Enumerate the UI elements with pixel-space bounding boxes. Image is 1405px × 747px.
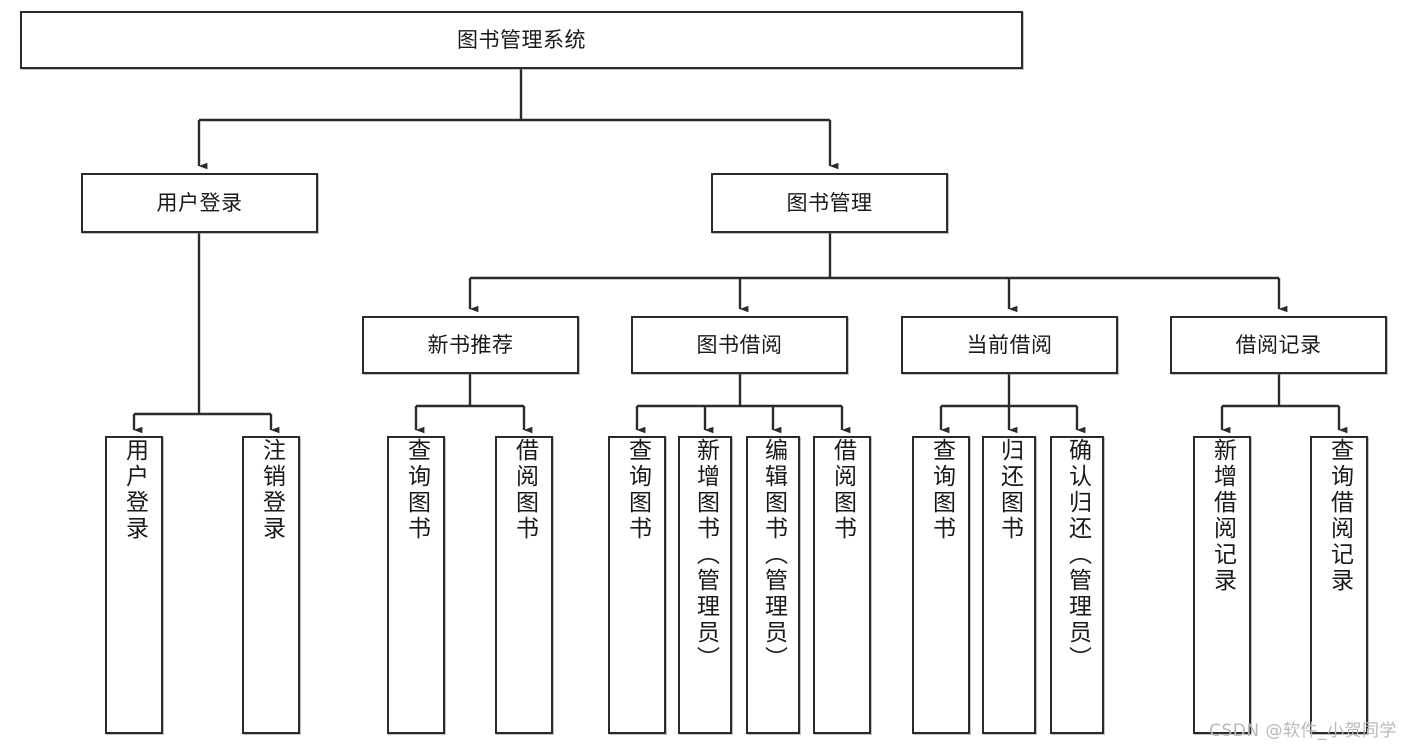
leaf-borrow-book-recommend[interactable]: 借阅图书 (495, 436, 553, 734)
node-label: 图书借阅 (696, 332, 783, 357)
leaf-return-book[interactable]: 归还图书 (982, 436, 1036, 734)
node-root-book-management-system[interactable]: 图书管理系统 (20, 11, 1023, 69)
leaf-borrow-book[interactable]: 借阅图书 (813, 436, 871, 734)
node-label: 借阅图书 (511, 438, 538, 542)
node-label: 查询图书 (624, 438, 651, 542)
node-label: 借阅图书 (829, 438, 856, 542)
node-label: 图书管理 (786, 190, 873, 215)
node-label: 当前借阅 (966, 332, 1053, 357)
leaf-confirm-return-admin[interactable]: 确认归还（管理员） (1050, 436, 1104, 734)
node-user-login[interactable]: 用户登录 (81, 173, 318, 233)
node-label: 新增借阅记录 (1209, 438, 1236, 594)
node-label: 新书推荐 (427, 332, 514, 357)
leaf-user-login[interactable]: 用户登录 (105, 436, 163, 734)
node-label: 新增图书（管理员） (692, 438, 719, 672)
leaf-query-book-current[interactable]: 查询图书 (912, 436, 970, 734)
node-label: 注销登录 (258, 438, 285, 542)
node-label: 查询图书 (928, 438, 955, 542)
node-book-borrow[interactable]: 图书借阅 (631, 316, 848, 374)
node-label: 查询借阅记录 (1326, 438, 1353, 594)
leaf-add-book-admin[interactable]: 新增图书（管理员） (678, 436, 732, 734)
leaf-query-book-borrow[interactable]: 查询图书 (608, 436, 666, 734)
node-label: 借阅记录 (1235, 332, 1322, 357)
node-label: 归还图书 (996, 438, 1023, 542)
csdn-watermark: CSDN @软件_小贺同学 (1209, 721, 1397, 741)
node-label: 图书管理系统 (457, 27, 586, 52)
node-new-book-recommend[interactable]: 新书推荐 (362, 316, 579, 374)
leaf-edit-book-admin[interactable]: 编辑图书（管理员） (746, 436, 800, 734)
leaf-query-book-recommend[interactable]: 查询图书 (387, 436, 445, 734)
node-label: 确认归还（管理员） (1064, 438, 1091, 672)
node-label: 用户登录 (121, 438, 148, 542)
node-borrow-record[interactable]: 借阅记录 (1170, 316, 1387, 374)
leaf-logout-login[interactable]: 注销登录 (242, 436, 300, 734)
node-label: 编辑图书（管理员） (760, 438, 787, 672)
node-label: 查询图书 (403, 438, 430, 542)
leaf-query-borrow-record[interactable]: 查询借阅记录 (1310, 436, 1368, 734)
node-current-borrow[interactable]: 当前借阅 (901, 316, 1118, 374)
leaf-add-borrow-record[interactable]: 新增借阅记录 (1193, 436, 1251, 734)
node-book-management[interactable]: 图书管理 (711, 173, 948, 233)
node-label: 用户登录 (156, 190, 243, 215)
